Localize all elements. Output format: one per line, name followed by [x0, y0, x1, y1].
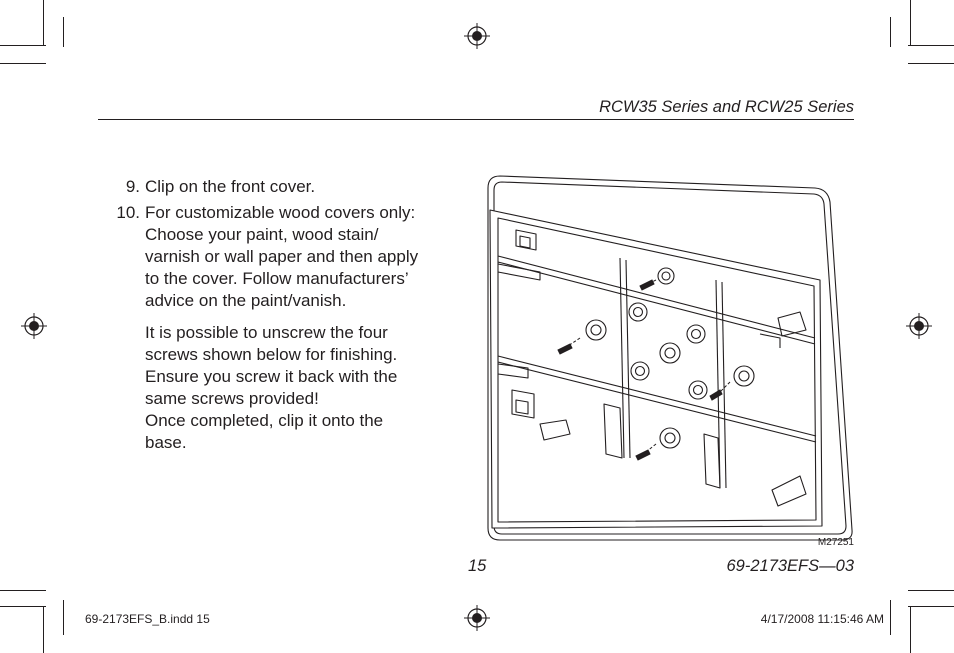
- step-text-line: to the cover. Follow manufacturers’: [145, 269, 409, 288]
- step-text-line: same screws provided!: [145, 389, 319, 408]
- step-body: Clip on the front cover.: [145, 176, 470, 198]
- step-text-line: screws shown below for finishing.: [145, 345, 398, 364]
- header-title: RCW35 Series and RCW25 Series: [599, 98, 854, 116]
- page-number: 15: [468, 557, 487, 575]
- step-text-line: Choose your paint, wood stain/: [145, 225, 379, 244]
- step-text-line: Once completed, clip it onto the: [145, 411, 384, 430]
- slug-timestamp: 4/17/2008 11:15:46 AM: [760, 612, 884, 626]
- step-paragraph: It is possible to unscrew the four screw…: [145, 322, 470, 454]
- step-text-line: Ensure you screw it back with the: [145, 367, 398, 386]
- instruction-steps: 9. Clip on the front cover. 10. For cust…: [100, 176, 470, 454]
- step-text-line: varnish or wall paper and then apply: [145, 247, 419, 266]
- step-number: 10.: [116, 203, 140, 222]
- step-9: 9. Clip on the front cover.: [100, 176, 470, 198]
- header-rule: [98, 119, 854, 120]
- step-text-line: advice on the paint/vanish.: [145, 291, 347, 310]
- step-body: For customizable wood covers only: Choos…: [145, 202, 470, 454]
- step-number: 9.: [125, 177, 140, 196]
- step-text-line: base.: [145, 433, 187, 452]
- step-10: 10. For customizable wood covers only: C…: [100, 202, 470, 454]
- figure-code: M27251: [817, 537, 854, 548]
- registration-mark-left: [21, 313, 47, 339]
- slug-file-name: 69-2173EFS_B.indd 15: [85, 612, 210, 626]
- document-id: 69-2173EFS—03: [726, 557, 855, 575]
- step-text-line: Clip on the front cover.: [145, 177, 316, 196]
- step-text-line: For customizable wood covers only:: [145, 203, 416, 222]
- registration-mark-right: [906, 313, 932, 339]
- step-text-line: It is possible to unscrew the four: [145, 323, 388, 342]
- step-paragraph: For customizable wood covers only: Choos…: [145, 202, 470, 312]
- registration-mark-top: [464, 23, 490, 49]
- cover-back-illustration: [487, 175, 853, 541]
- registration-mark-bottom: [464, 605, 490, 631]
